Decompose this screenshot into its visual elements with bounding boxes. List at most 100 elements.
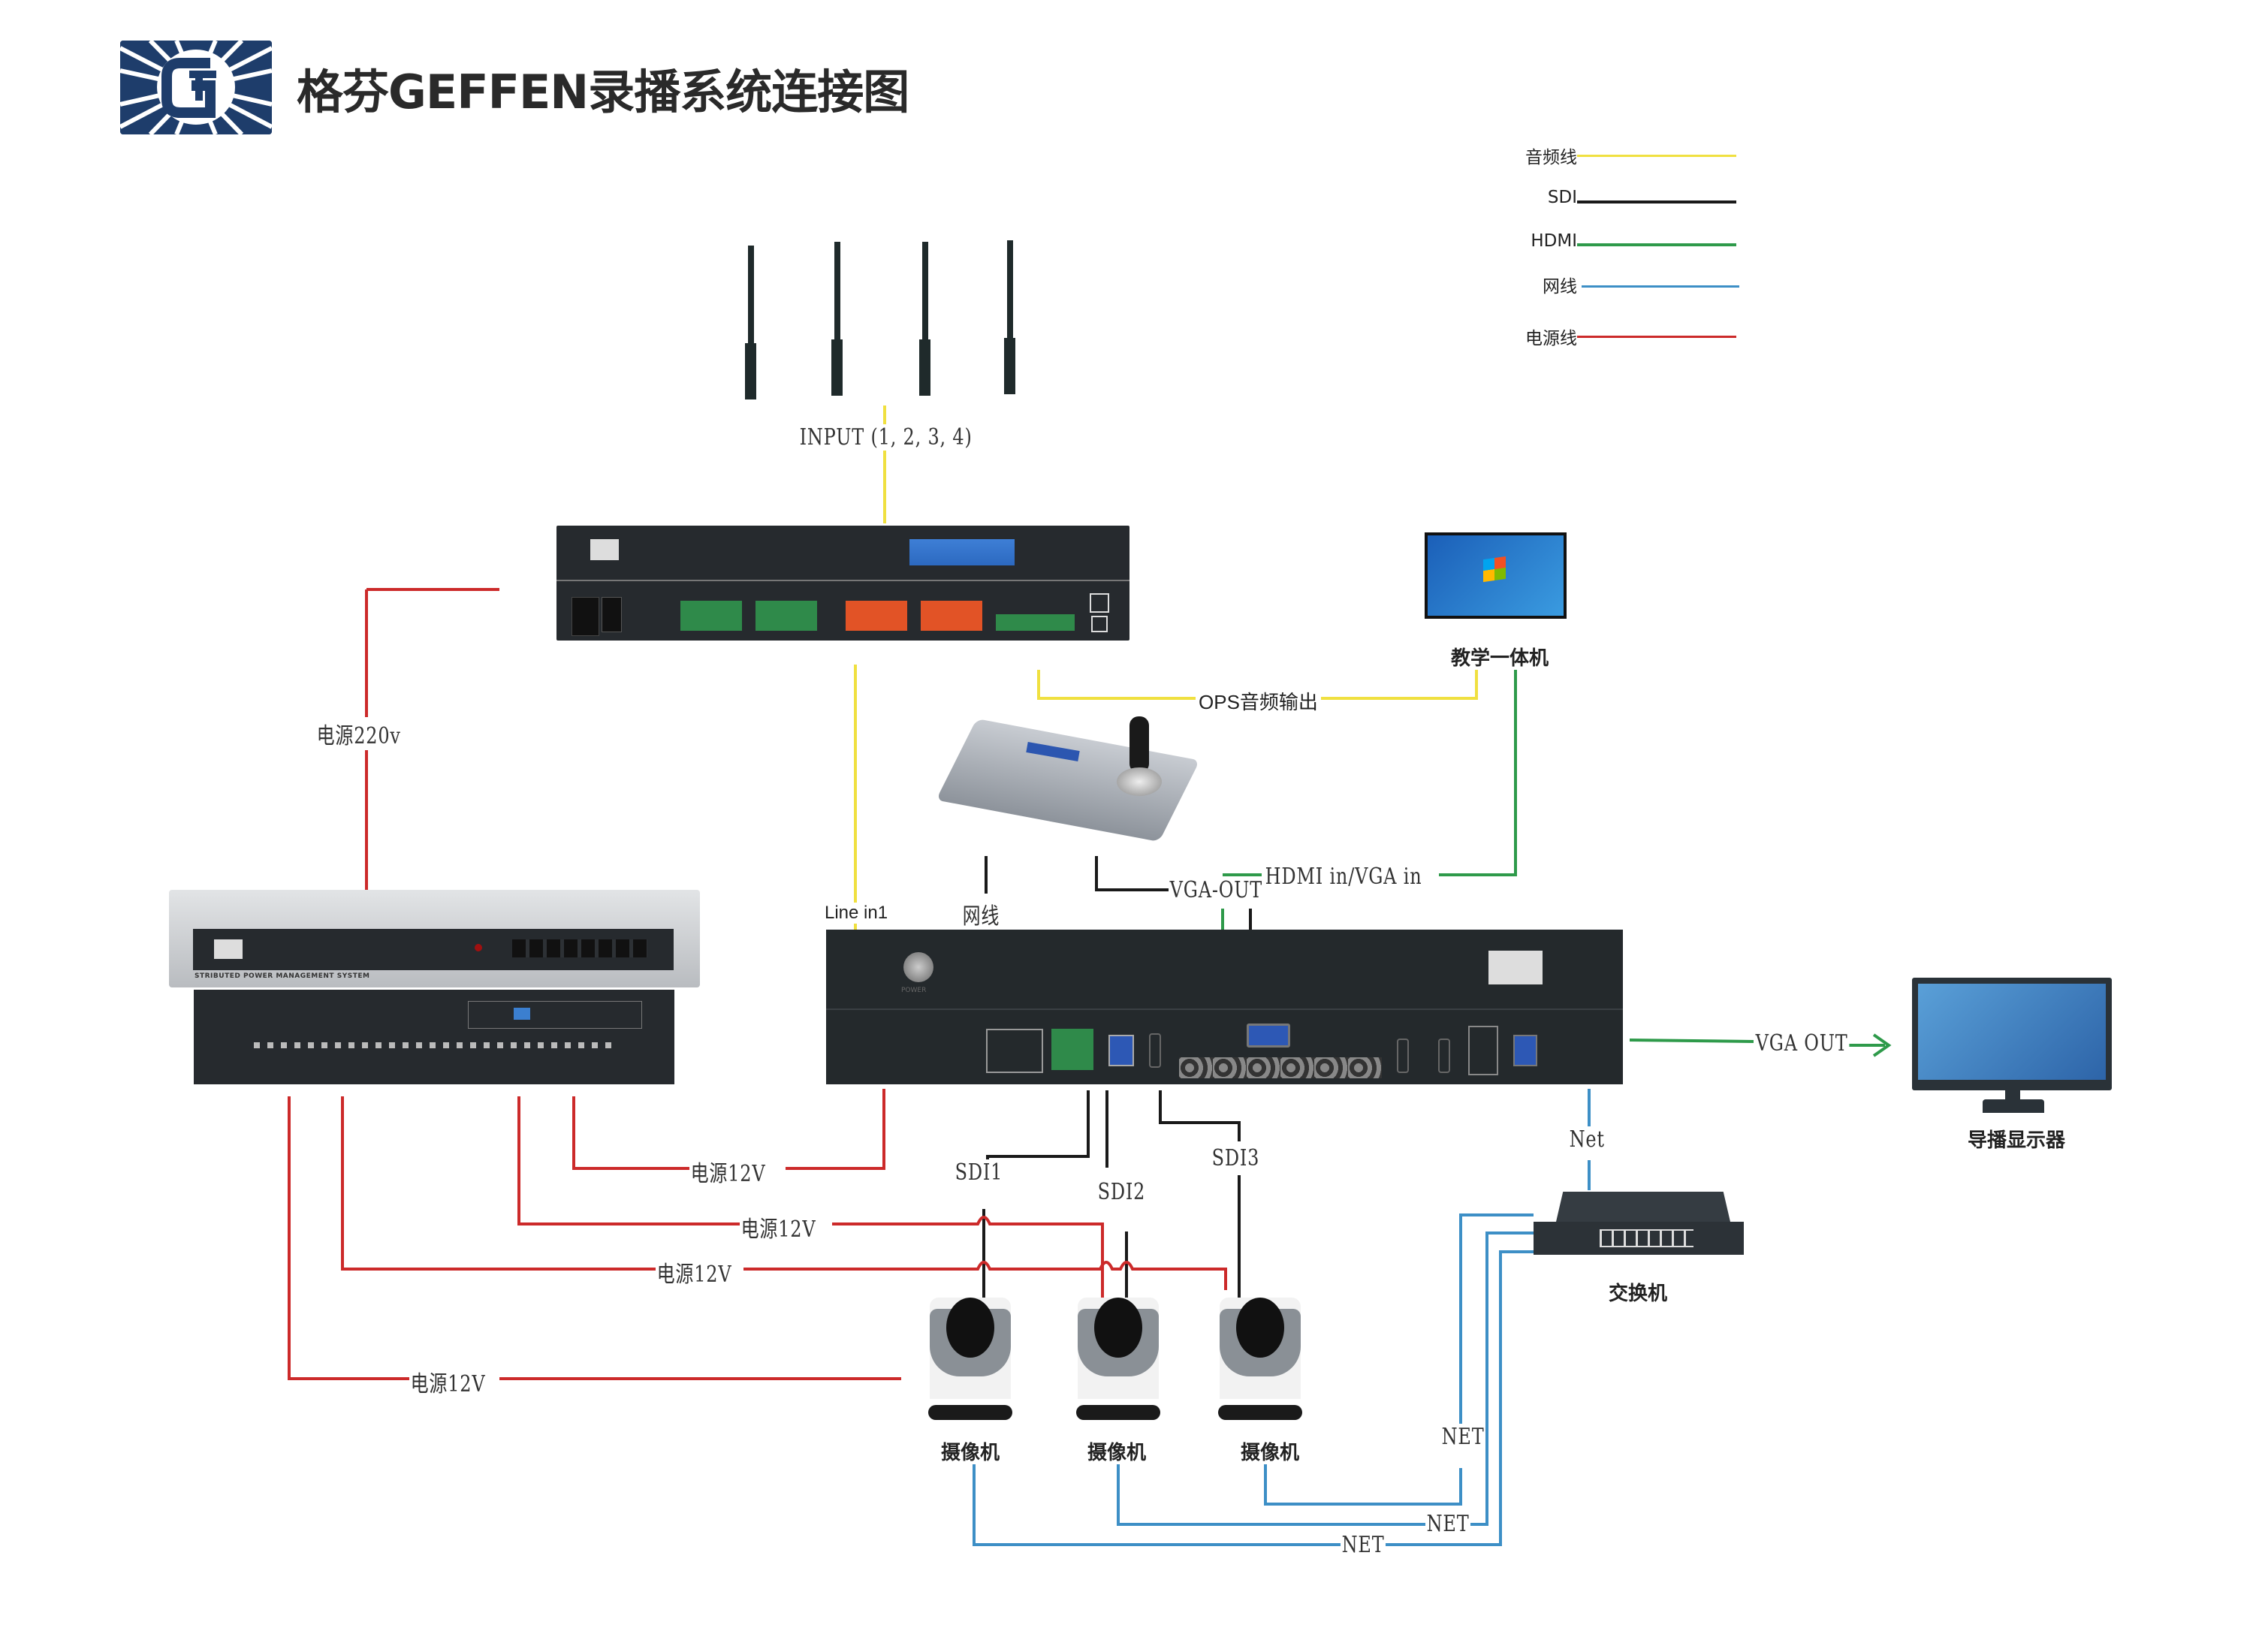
power-manager-rear xyxy=(194,990,674,1084)
ptz-control-keyboard xyxy=(936,709,1200,842)
antenna-icon xyxy=(919,242,930,396)
channel-buttons[interactable] xyxy=(512,939,647,957)
audio-input-terminals xyxy=(680,601,742,631)
power-12v-label-4: 电源12V xyxy=(409,1365,487,1398)
line-in-label: Line in1 xyxy=(825,903,888,924)
power-switch xyxy=(572,597,599,636)
camera-lens-icon xyxy=(1236,1298,1284,1358)
legend-swatch-power xyxy=(1577,336,1736,338)
power-12v-label-1: 电源12V xyxy=(689,1155,768,1188)
net-switch-label: Net xyxy=(1568,1126,1606,1153)
audio-processor xyxy=(556,526,1129,641)
network-label: 网线 xyxy=(961,897,1001,930)
ptz-camera xyxy=(1070,1298,1166,1425)
sdi1-label: SDI1 xyxy=(954,1159,1004,1186)
monitor-stand xyxy=(1983,1099,2044,1113)
teaching-pc-label: 教学一体机 xyxy=(1451,647,1549,670)
sdi2-label: SDI2 xyxy=(1096,1179,1147,1205)
ptz-camera xyxy=(1212,1298,1308,1425)
vga-port-icon xyxy=(1247,1023,1290,1048)
geffen-logo-icon xyxy=(590,539,619,560)
geffen-logo-icon xyxy=(1488,951,1543,984)
legend-swatch-hdmi xyxy=(1577,243,1736,246)
vga-out-kb-label: VGA-OUT xyxy=(1169,877,1264,903)
power-manager-panel-text: STRIBUTED POWER MANAGEMENT SYSTEM xyxy=(195,972,370,980)
hdmi-vga-in-label: HDMI in/VGA in xyxy=(1264,864,1424,890)
joystick-icon xyxy=(1129,716,1149,773)
director-monitor-label: 导播显示器 xyxy=(1968,1129,2066,1152)
terminal-block xyxy=(1051,1029,1093,1070)
recording-host: POWER xyxy=(826,930,1623,1084)
power-button[interactable] xyxy=(903,952,933,982)
legend-swatch-network xyxy=(1582,285,1739,288)
windows-desktop-icon xyxy=(1428,535,1564,616)
net-label-1: NET xyxy=(1440,1424,1486,1450)
legend-swatch-sdi xyxy=(1577,200,1736,203)
sdi3-label: SDI3 xyxy=(1211,1145,1261,1171)
wire-net-cam2 xyxy=(1117,1232,1534,1526)
legend-label-hdmi: HDMI xyxy=(1531,231,1577,251)
geffen-logo-icon xyxy=(120,41,272,134)
camera-label-2: 摄像机 xyxy=(1087,1442,1147,1464)
power-manager-front: STRIBUTED POWER MANAGEMENT SYSTEM xyxy=(169,890,700,987)
vga-out-monitor-label: VGA OUT xyxy=(1754,1030,1850,1057)
net-label-2: NET xyxy=(1425,1511,1471,1537)
ethernet-ports-icon xyxy=(986,1029,1043,1073)
input-channels-label: INPUT (1, 2, 3, 4) xyxy=(798,424,974,451)
usb-ports-icon xyxy=(1108,1035,1134,1066)
wire-sdi3 xyxy=(1159,1090,1241,1299)
camera-label-1: 摄像机 xyxy=(941,1442,1000,1464)
lcd-display xyxy=(909,539,1015,565)
geffen-logo-icon xyxy=(214,939,243,959)
audio-input-terminals xyxy=(755,601,817,631)
legend-label-sdi: SDI xyxy=(1547,188,1577,207)
ethernet-port-icon xyxy=(1090,593,1109,613)
power-button-label: POWER xyxy=(901,987,927,994)
hdmi-port-icon xyxy=(1397,1039,1409,1073)
camera-lens-icon xyxy=(946,1298,994,1358)
switch-ports-icon xyxy=(1600,1229,1693,1247)
power-220v-label: 电源220v xyxy=(315,717,403,750)
hdmi-port-icon xyxy=(1438,1039,1450,1073)
sdi-bnc-ports xyxy=(1179,1057,1382,1078)
camera-lens-icon xyxy=(1094,1298,1142,1358)
control-ports xyxy=(468,1001,642,1029)
teaching-pc-monitor xyxy=(1425,532,1567,619)
wire-hdmi-in xyxy=(1439,670,1517,876)
legend-swatch-audio xyxy=(1577,155,1736,157)
wire-power-12v-cam1 xyxy=(288,1096,901,1380)
ethernet-ports-icon xyxy=(1468,1026,1498,1075)
legend-label-power: 电源线 xyxy=(1525,329,1577,348)
antenna-icon xyxy=(831,242,843,396)
control-terminals xyxy=(996,614,1075,631)
wire-net-cam1 xyxy=(973,1250,1534,1546)
wire-hdmi-short xyxy=(1221,873,1262,930)
antenna-icon xyxy=(1004,240,1015,394)
usb-ports-icon xyxy=(1513,1035,1537,1066)
audio-output-terminals xyxy=(846,601,907,631)
audio-output-terminals xyxy=(921,601,982,631)
net-label-3: NET xyxy=(1341,1532,1386,1558)
director-monitor xyxy=(1912,978,2112,1090)
power-socket-icon xyxy=(602,597,622,632)
wire-power-220v xyxy=(365,588,499,890)
legend-label-audio: 音频线 xyxy=(1525,148,1577,167)
usb-port-icon xyxy=(1091,616,1108,632)
camera-label-3: 摄像机 xyxy=(1241,1442,1300,1464)
switch-label: 交换机 xyxy=(1609,1283,1668,1305)
wire-power-12v-recorder xyxy=(572,1089,885,1170)
wire-vga-out-monitor xyxy=(1629,1033,1892,1057)
power-12v-label-2: 电源12V xyxy=(740,1210,818,1244)
wire-sdi2 xyxy=(1105,1090,1128,1299)
wire-vga-out-kb xyxy=(1095,856,1169,891)
power-12v-label-3: 电源12V xyxy=(656,1256,734,1289)
ops-audio-label: OPS音频输出 xyxy=(1196,687,1321,715)
windows-logo-icon xyxy=(1483,556,1506,583)
antenna-icon xyxy=(745,246,756,399)
power-led xyxy=(475,944,482,951)
hdmi-port-icon xyxy=(1149,1033,1161,1068)
output-terminals xyxy=(254,1042,614,1048)
wire-net-cam3 xyxy=(1264,1213,1534,1506)
legend-label-network: 网线 xyxy=(1543,277,1577,297)
